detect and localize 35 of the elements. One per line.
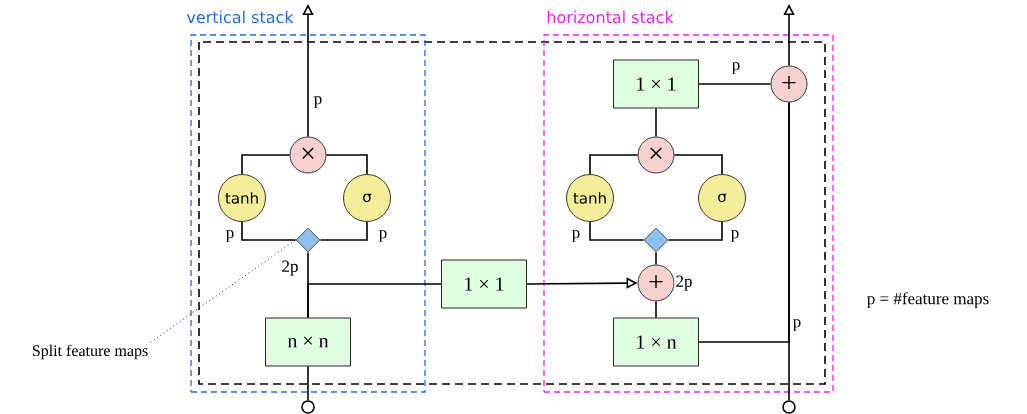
connector-line	[655, 300, 657, 319]
split-diamond	[643, 227, 669, 253]
connector-line	[698, 101, 790, 343]
connector-line	[319, 221, 368, 241]
edge-label: p	[570, 229, 582, 243]
connector-line	[325, 154, 368, 175]
split-diamond	[295, 227, 321, 253]
connector-line	[241, 221, 297, 241]
stack-title: horizontal stack	[547, 10, 674, 24]
leader-line	[149, 239, 297, 343]
callout-text: Split feature maps	[32, 344, 148, 360]
connector-line	[589, 154, 639, 175]
edge-label: p	[224, 229, 236, 243]
conv-box: 1 × 1	[613, 59, 699, 109]
edge-label: p	[730, 61, 742, 75]
edge-label: 2p	[280, 259, 300, 277]
connector-line	[655, 107, 657, 138]
connector-line	[673, 154, 723, 175]
conv-box: n × n	[265, 317, 351, 367]
edge-label: p	[377, 229, 389, 243]
connector-line	[307, 365, 309, 401]
edge-label: p	[312, 95, 324, 109]
stack-title: vertical stack	[186, 10, 294, 24]
edge-label: 2p	[674, 274, 694, 292]
connector-line	[241, 154, 291, 175]
note-text: p = #feature maps	[867, 292, 989, 308]
edge-label: p	[729, 229, 741, 243]
connector-line	[655, 251, 657, 266]
connector-line	[667, 221, 723, 241]
conv-box: 1 × 1	[441, 259, 527, 309]
connector-line	[589, 221, 645, 241]
edge-label: p	[791, 318, 803, 332]
conv-box: 1 × n	[613, 317, 699, 367]
connector-line	[698, 83, 772, 85]
connector-line	[307, 283, 442, 319]
